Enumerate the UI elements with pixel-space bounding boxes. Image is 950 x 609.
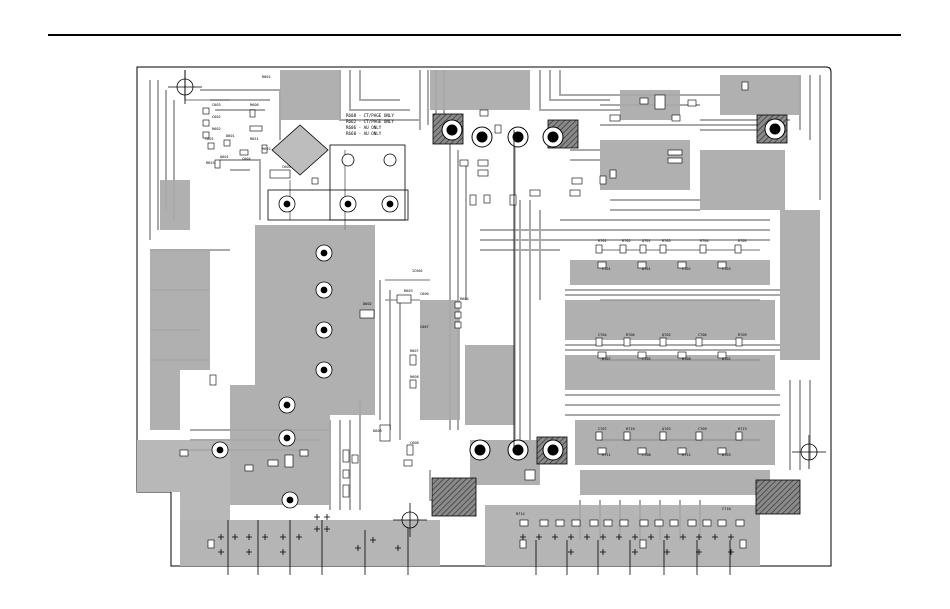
bottom-strip-left — [180, 520, 440, 566]
ic-outline — [271, 124, 329, 176]
ref-label: D703 — [722, 453, 731, 457]
ref-label: C604 — [242, 157, 251, 161]
ref-label: C706 — [698, 333, 707, 337]
leader-lines — [227, 130, 731, 575]
ref-label: Q703 — [662, 427, 671, 431]
ref-label: Q701 — [642, 239, 651, 243]
ref-label: C707 — [598, 427, 607, 431]
bottom-strip-right — [485, 505, 760, 566]
ref-label: R712 — [682, 453, 691, 457]
ref-label: C710 — [722, 507, 731, 511]
silkscreen-notes: R608 - CT/PAGE ONLY R662 - CT/PAGE ONLY … — [346, 113, 394, 136]
transformer-outline — [329, 144, 406, 221]
page-header-rule — [48, 34, 901, 36]
ref-label: C702 — [682, 267, 691, 271]
ref-label: D601 — [226, 134, 235, 138]
ref-label: C703 — [722, 267, 731, 271]
ref-label: C603 — [212, 103, 221, 107]
note-line-4: R660 - AU ONLY — [346, 131, 382, 136]
ref-label: R607 — [410, 349, 419, 353]
ref-label: D701 — [642, 267, 651, 271]
ref-label: R606 — [250, 103, 259, 107]
ref-label: D602 — [363, 302, 372, 306]
ref-label: R703 — [662, 239, 671, 243]
transistor-pads — [441, 118, 786, 461]
ref-label: C709 — [698, 427, 707, 431]
ref-label: R603 — [404, 289, 413, 293]
ref-label: R714 — [516, 512, 525, 516]
ref-label: R701 — [598, 239, 607, 243]
ref-label: C701 — [602, 267, 611, 271]
ref-label: R801 — [262, 75, 271, 79]
ref-label: R651 — [250, 137, 259, 141]
ref-label: R708 — [682, 357, 691, 361]
ref-label: C704 — [598, 333, 607, 337]
ref-label: R707 — [602, 357, 611, 361]
pcb-traces-dark — [184, 70, 760, 450]
ref-label: C607 — [420, 325, 429, 329]
ref-label: C605 — [282, 165, 291, 169]
pcb-traces — [149, 70, 821, 540]
ref-label: R710 — [626, 427, 635, 431]
ground-plane-left — [137, 440, 230, 520]
ref-label: C602 — [212, 115, 221, 119]
ref-label: R653 — [206, 161, 215, 165]
smd-components — [179, 81, 749, 549]
connector-pins — [218, 514, 734, 555]
ref-label: C608 — [410, 441, 419, 445]
ref-label: R604 — [460, 297, 469, 301]
ref-label: R713 — [738, 427, 747, 431]
note-line-2: R662 - CT/PAGE ONLY — [346, 119, 394, 124]
ref-label: R702 — [622, 239, 631, 243]
power-pads — [211, 153, 399, 509]
ref-label: R706 — [626, 333, 635, 337]
ref-label: Q702 — [662, 333, 671, 337]
copper-zones — [150, 70, 820, 505]
ref-label: R705 — [738, 239, 747, 243]
ref-label: Q601 — [220, 155, 229, 159]
ref-label: C708 — [642, 453, 651, 457]
ref-label: C705 — [642, 357, 651, 361]
ref-label: D603 — [373, 429, 382, 433]
ref-label: C601 — [205, 137, 214, 141]
note-line-1: R608 - CT/PAGE ONLY — [346, 113, 394, 118]
ref-label: R711 — [602, 453, 611, 457]
ref-label: D702 — [722, 357, 731, 361]
ref-label: C606 — [420, 292, 429, 296]
ref-label: R704 — [700, 239, 709, 243]
ref-label: R608 — [410, 375, 419, 379]
note-line-3: R606 - AU ONLY — [346, 125, 382, 130]
ref-label: R709 — [738, 333, 747, 337]
ref-label: IC601 — [412, 269, 423, 273]
ref-label: R652 — [262, 147, 271, 151]
ref-label: R602 — [212, 127, 221, 131]
mounting-hole-marks — [168, 70, 826, 537]
